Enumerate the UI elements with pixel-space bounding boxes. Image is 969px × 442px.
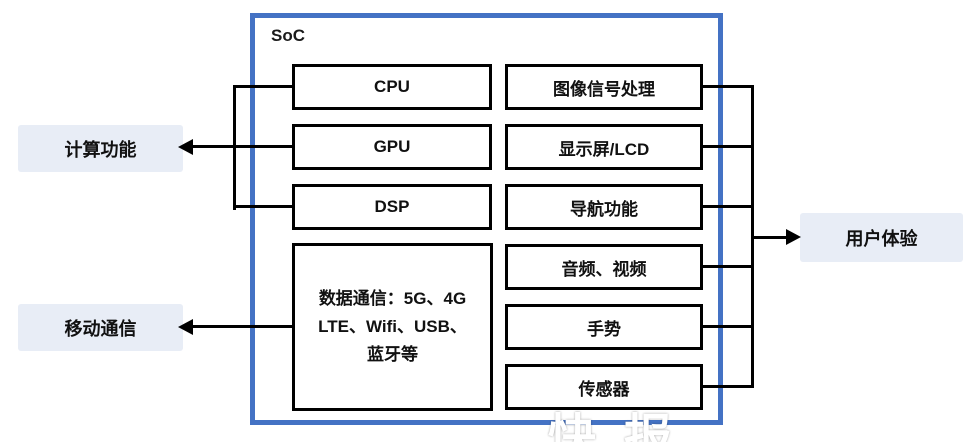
- soc-boundary-frame: [250, 13, 723, 425]
- module-display-lcd: 显示屏/LCD: [505, 124, 703, 170]
- module-sensor: 传感器: [505, 364, 703, 410]
- connector-nav-to-bus: [701, 205, 754, 208]
- module-audio-video: 音频、视频: [505, 244, 703, 290]
- connector-cpu-to-bus: [233, 85, 292, 88]
- connector-av-to-bus: [701, 265, 754, 268]
- module-data-communication: 数据通信：5G、4G LTE、Wifi、USB、 蓝牙等: [292, 243, 493, 411]
- label-user-experience: 用户体验: [800, 213, 963, 262]
- connector-sensor-to-bus: [701, 385, 754, 388]
- module-navigation: 导航功能: [505, 184, 703, 230]
- arrow-line-user: [752, 236, 788, 239]
- arrowhead-left-mobile-icon: [178, 319, 193, 335]
- module-dsp: DSP: [292, 184, 492, 230]
- arrowhead-right-user-icon: [786, 229, 801, 245]
- module-image-signal-processing: 图像信号处理: [505, 64, 703, 110]
- connector-isp-to-bus: [701, 85, 754, 88]
- label-mobile-communication: 移动通信: [18, 304, 183, 351]
- arrow-line-mobile: [191, 325, 292, 328]
- data-communication-line2: LTE、Wifi、USB、: [318, 317, 467, 336]
- module-gpu: GPU: [292, 124, 492, 170]
- connector-gesture-to-bus: [701, 325, 754, 328]
- connector-gpu-to-bus: [233, 145, 292, 148]
- data-communication-line1: 数据通信：5G、4G: [318, 289, 467, 308]
- connector-dsp-to-bus: [233, 205, 292, 208]
- data-communication-line3: 蓝牙等: [367, 345, 418, 364]
- module-gesture: 手势: [505, 304, 703, 350]
- watermark-text: 快报: [548, 411, 701, 442]
- arrow-line-computing: [191, 145, 235, 148]
- arrowhead-left-computing-icon: [178, 139, 193, 155]
- connector-lcd-to-bus: [701, 145, 754, 148]
- module-cpu: CPU: [292, 64, 492, 110]
- label-computing-function: 计算功能: [18, 125, 183, 172]
- soc-title: SoC: [271, 26, 305, 45]
